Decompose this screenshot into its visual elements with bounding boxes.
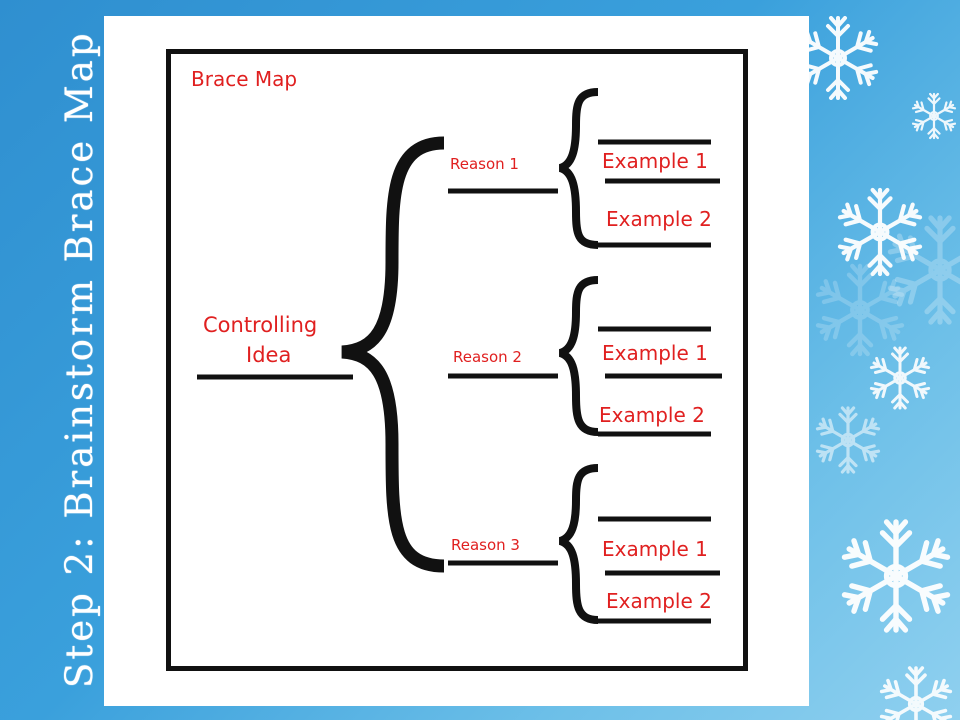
reason-brace-1 xyxy=(558,88,599,249)
reason-label-1: Reason 1 xyxy=(450,155,519,173)
content-panel xyxy=(104,16,809,706)
reason-label-3: Reason 3 xyxy=(451,536,520,554)
controlling-idea-label-line1: Controlling xyxy=(203,313,318,337)
reason-brace-3 xyxy=(558,464,599,624)
main-brace xyxy=(341,136,445,573)
diagram-title: Brace Map xyxy=(191,67,298,91)
controlling-idea-label-line2: Idea xyxy=(246,343,292,367)
example-label: Example 1 xyxy=(602,341,708,365)
example-label: Example 1 xyxy=(602,149,708,173)
brace-map-frame xyxy=(166,49,748,671)
reason-label-2: Reason 2 xyxy=(453,348,522,366)
example-label: Example 2 xyxy=(599,403,705,427)
example-label: Example 2 xyxy=(606,589,712,613)
example-label: Example 2 xyxy=(606,207,712,231)
example-label: Example 1 xyxy=(602,537,708,561)
reason-brace-2 xyxy=(558,276,599,436)
